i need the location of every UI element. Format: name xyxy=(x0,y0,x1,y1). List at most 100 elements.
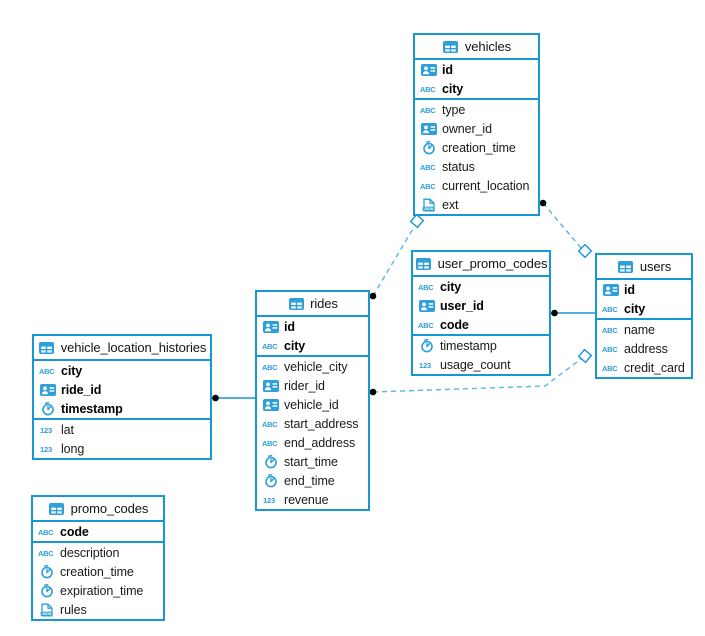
table-icon xyxy=(617,260,635,273)
table-icon xyxy=(38,341,56,354)
table-header[interactable]: user_promo_codes xyxy=(413,252,549,277)
timestamp-icon xyxy=(38,564,56,579)
field-name: city xyxy=(624,301,646,316)
svg-text:ABC: ABC xyxy=(38,549,54,558)
svg-text:ABC: ABC xyxy=(418,321,434,330)
uuid-icon xyxy=(420,63,438,76)
svg-text:ABC: ABC xyxy=(602,305,618,314)
pk-separator xyxy=(597,318,691,320)
field-vehicle_city: ABC vehicle_city xyxy=(257,357,368,376)
field-name: city xyxy=(284,338,306,353)
field-name: code xyxy=(60,524,89,539)
table-icon xyxy=(287,297,305,310)
pk-field-city: ABC city xyxy=(34,361,210,380)
field-description: ABC description xyxy=(33,543,163,562)
field-name: long xyxy=(61,441,85,456)
field-address: ABC address xyxy=(597,339,691,358)
field-name: timestamp xyxy=(61,401,123,416)
pk-field-id: id xyxy=(597,280,691,299)
table-name: promo_codes xyxy=(70,501,149,516)
field-name: start_address xyxy=(284,416,359,431)
field-creation_time: creation_time xyxy=(33,562,163,581)
field-name: ride_id xyxy=(61,382,102,397)
svg-text:JSON: JSON xyxy=(424,207,434,211)
svg-text:ABC: ABC xyxy=(420,163,436,172)
field-name: description xyxy=(60,545,120,560)
table-name: vehicles xyxy=(464,39,512,54)
uuid-icon xyxy=(602,283,620,296)
field-name: address xyxy=(624,341,668,356)
field-name: ext xyxy=(442,197,459,212)
pk-separator xyxy=(415,98,538,100)
dot-marker xyxy=(369,292,377,300)
table-header[interactable]: vehicle_location_histories xyxy=(34,336,210,361)
svg-text:123: 123 xyxy=(263,496,275,505)
text-icon: ABC xyxy=(420,84,438,94)
timestamp-icon xyxy=(262,473,280,488)
svg-text:ABC: ABC xyxy=(420,182,436,191)
field-name: expiration_time xyxy=(60,583,144,598)
table-header[interactable]: promo_codes xyxy=(33,497,163,522)
field-name: rider_id xyxy=(284,378,325,393)
table-header[interactable]: vehicles xyxy=(415,35,538,60)
text-icon: ABC xyxy=(602,325,620,335)
svg-text:ABC: ABC xyxy=(602,326,618,335)
text-icon: ABC xyxy=(420,105,438,115)
field-start_time: start_time xyxy=(257,452,368,471)
text-icon: ABC xyxy=(39,366,57,376)
svg-text:ABC: ABC xyxy=(420,85,436,94)
field-owner_id: owner_id xyxy=(415,119,538,138)
field-name: name xyxy=(624,322,655,337)
field-name: rules xyxy=(60,602,87,617)
pk-separator xyxy=(413,334,549,336)
table-icon xyxy=(442,40,460,53)
svg-text:ABC: ABC xyxy=(602,345,618,354)
pk-separator xyxy=(33,541,163,543)
field-name: end_time xyxy=(284,473,335,488)
table-header[interactable]: rides xyxy=(257,292,368,317)
number-icon: 123 xyxy=(262,495,280,505)
text-icon: ABC xyxy=(262,341,280,351)
field-end_time: end_time xyxy=(257,471,368,490)
text-icon: ABC xyxy=(602,344,620,354)
field-name: owner_id xyxy=(442,121,492,136)
timestamp-icon xyxy=(418,338,436,353)
field-name: vehicle_city xyxy=(284,359,348,374)
field-name: city xyxy=(61,363,83,378)
svg-text:ABC: ABC xyxy=(262,363,278,372)
text-icon: ABC xyxy=(420,181,438,191)
uuid-icon xyxy=(262,379,280,392)
table-header[interactable]: users xyxy=(597,255,691,280)
table-name: users xyxy=(639,259,672,274)
field-name: city xyxy=(442,81,464,96)
field-timestamp: timestamp xyxy=(413,336,549,355)
dot-marker xyxy=(551,309,558,317)
relation-vehicles-users xyxy=(542,202,582,249)
timestamp-icon xyxy=(39,401,57,416)
pk-field-id: id xyxy=(257,317,368,336)
svg-text:ABC: ABC xyxy=(602,364,618,373)
json-icon: JSON xyxy=(420,198,438,212)
dot-marker xyxy=(369,388,377,396)
svg-text:ABC: ABC xyxy=(418,283,434,292)
field-name: id xyxy=(284,319,295,334)
text-icon: ABC xyxy=(262,438,280,448)
text-icon: ABC xyxy=(38,548,56,558)
text-icon: ABC xyxy=(602,363,620,373)
table-icon xyxy=(48,502,66,515)
svg-text:ABC: ABC xyxy=(262,342,278,351)
uuid-icon xyxy=(39,383,57,396)
pk-field-ride_id: ride_id xyxy=(34,380,210,399)
svg-text:ABC: ABC xyxy=(420,106,436,115)
